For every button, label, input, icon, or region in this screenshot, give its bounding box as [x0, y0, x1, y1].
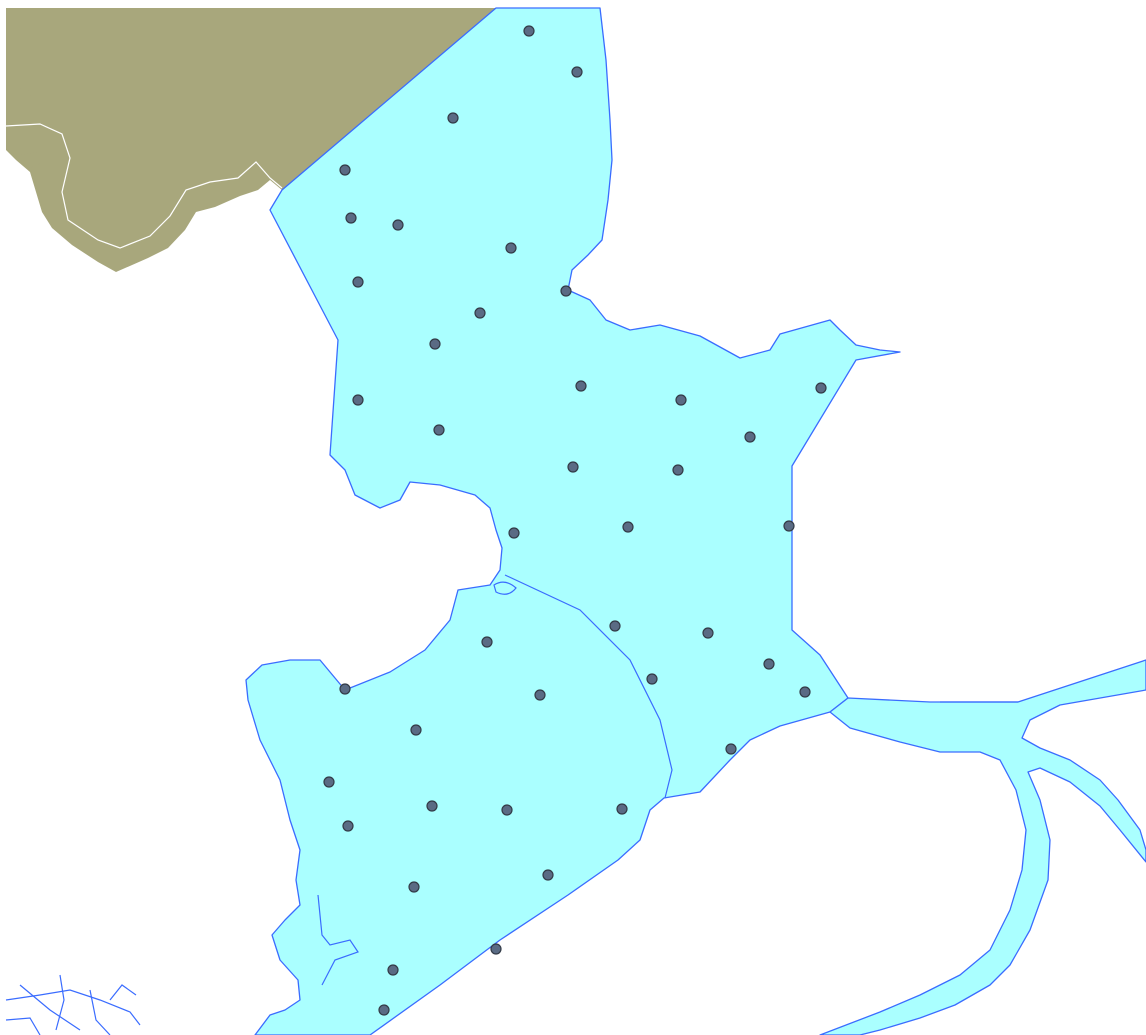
circle-marker-icon[interactable]	[323, 776, 335, 788]
circle-marker-icon[interactable]	[490, 943, 502, 955]
circle-marker-icon[interactable]	[799, 686, 811, 698]
circle-marker-icon[interactable]	[345, 212, 357, 224]
circle-marker-icon[interactable]	[426, 800, 438, 812]
circle-marker-icon[interactable]	[622, 521, 634, 533]
land-polygon	[5, 8, 496, 272]
circle-marker-icon[interactable]	[387, 964, 399, 976]
sample-points-layer	[323, 25, 827, 1016]
circle-marker-icon[interactable]	[392, 219, 404, 231]
circle-marker-icon[interactable]	[763, 658, 775, 670]
circle-marker-icon[interactable]	[352, 394, 364, 406]
circle-marker-icon[interactable]	[481, 636, 493, 648]
circle-marker-icon[interactable]	[429, 338, 441, 350]
circle-marker-icon[interactable]	[675, 394, 687, 406]
circle-marker-icon[interactable]	[542, 869, 554, 881]
circle-marker-icon[interactable]	[342, 820, 354, 832]
circle-marker-icon[interactable]	[523, 25, 535, 37]
circle-marker-icon[interactable]	[447, 112, 459, 124]
circle-marker-icon[interactable]	[339, 683, 351, 695]
circle-marker-icon[interactable]	[702, 627, 714, 639]
circle-marker-icon[interactable]	[501, 804, 513, 816]
circle-marker-icon[interactable]	[352, 276, 364, 288]
circle-marker-icon[interactable]	[609, 620, 621, 632]
circle-marker-icon[interactable]	[571, 66, 583, 78]
circle-marker-icon[interactable]	[783, 520, 795, 532]
eastern-river	[819, 659, 1146, 1035]
lower-left-waterways	[5, 974, 141, 1035]
circle-marker-icon[interactable]	[474, 307, 486, 319]
estuary-water-body	[245, 7, 901, 1035]
circle-marker-icon[interactable]	[534, 689, 546, 701]
circle-marker-icon[interactable]	[505, 242, 517, 254]
circle-marker-icon[interactable]	[567, 461, 579, 473]
circle-marker-icon[interactable]	[815, 382, 827, 394]
circle-marker-icon[interactable]	[408, 881, 420, 893]
circle-marker-icon[interactable]	[646, 673, 658, 685]
circle-marker-icon[interactable]	[378, 1004, 390, 1016]
circle-marker-icon[interactable]	[339, 164, 351, 176]
circle-marker-icon[interactable]	[616, 803, 628, 815]
circle-marker-icon[interactable]	[560, 285, 572, 297]
circle-marker-icon[interactable]	[744, 431, 756, 443]
circle-marker-icon[interactable]	[508, 527, 520, 539]
circle-marker-icon[interactable]	[575, 380, 587, 392]
circle-marker-icon[interactable]	[410, 724, 422, 736]
circle-marker-icon[interactable]	[672, 464, 684, 476]
circle-marker-icon[interactable]	[433, 424, 445, 436]
circle-marker-icon[interactable]	[725, 743, 737, 755]
